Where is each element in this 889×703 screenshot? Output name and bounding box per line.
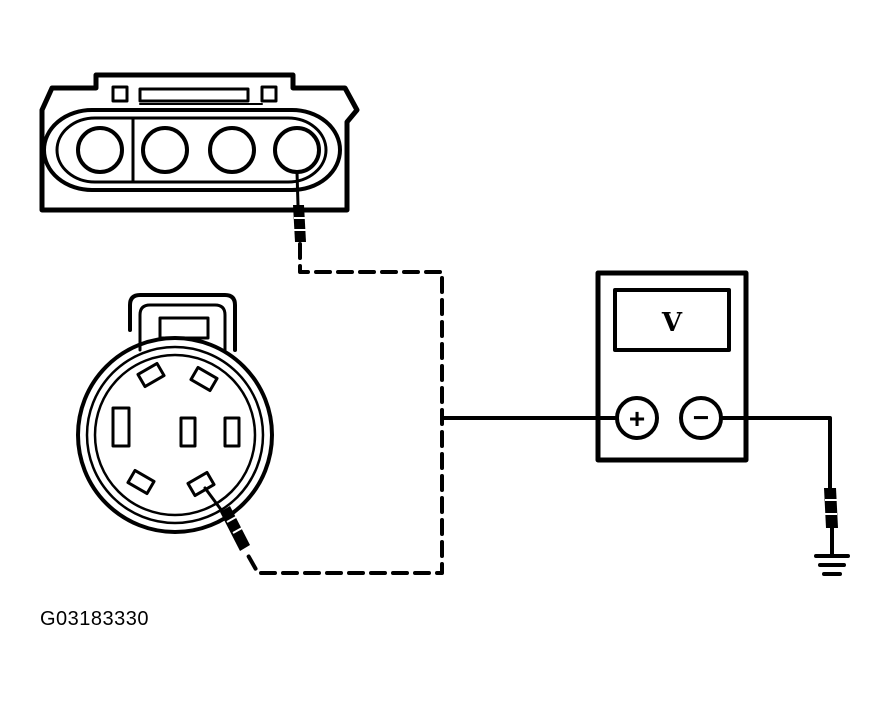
four-pin-connector [39,72,360,213]
sensor-terminal-bottom-left [126,468,156,496]
voltmeter-display [613,288,731,352]
sensor-terminal-left [111,406,131,448]
ground-lead [719,416,838,558]
back-probe-sensor [203,486,250,551]
round-sensor-connector [76,293,274,534]
connector-pin-1 [76,126,124,174]
sensor-terminal-top-right [189,365,219,393]
back-probe-top [293,170,306,242]
sensor-terminal-center [179,416,197,448]
positive-symbol: + [629,403,645,434]
sensor-latch [158,316,210,340]
voltmeter: V + − [595,270,749,463]
latch-slot [138,87,250,103]
voltmeter-body [595,270,749,463]
figure-id: G03183330 [40,608,150,630]
latch-right [260,85,278,103]
connector-pin-3 [208,126,256,174]
sensor-terminal-top-left [136,361,166,389]
test-lead-dashed [243,242,444,575]
negative-symbol: − [693,402,709,433]
latch-left [111,85,129,103]
connector-pin-2 [141,126,189,174]
sensor-terminal-right [223,416,241,448]
ground-icon [814,554,850,576]
connector-pin-4 [273,126,321,174]
sensor-terminal-bottom-right [186,470,216,498]
voltmeter-unit: V [661,308,683,338]
positive-terminal [615,396,659,440]
